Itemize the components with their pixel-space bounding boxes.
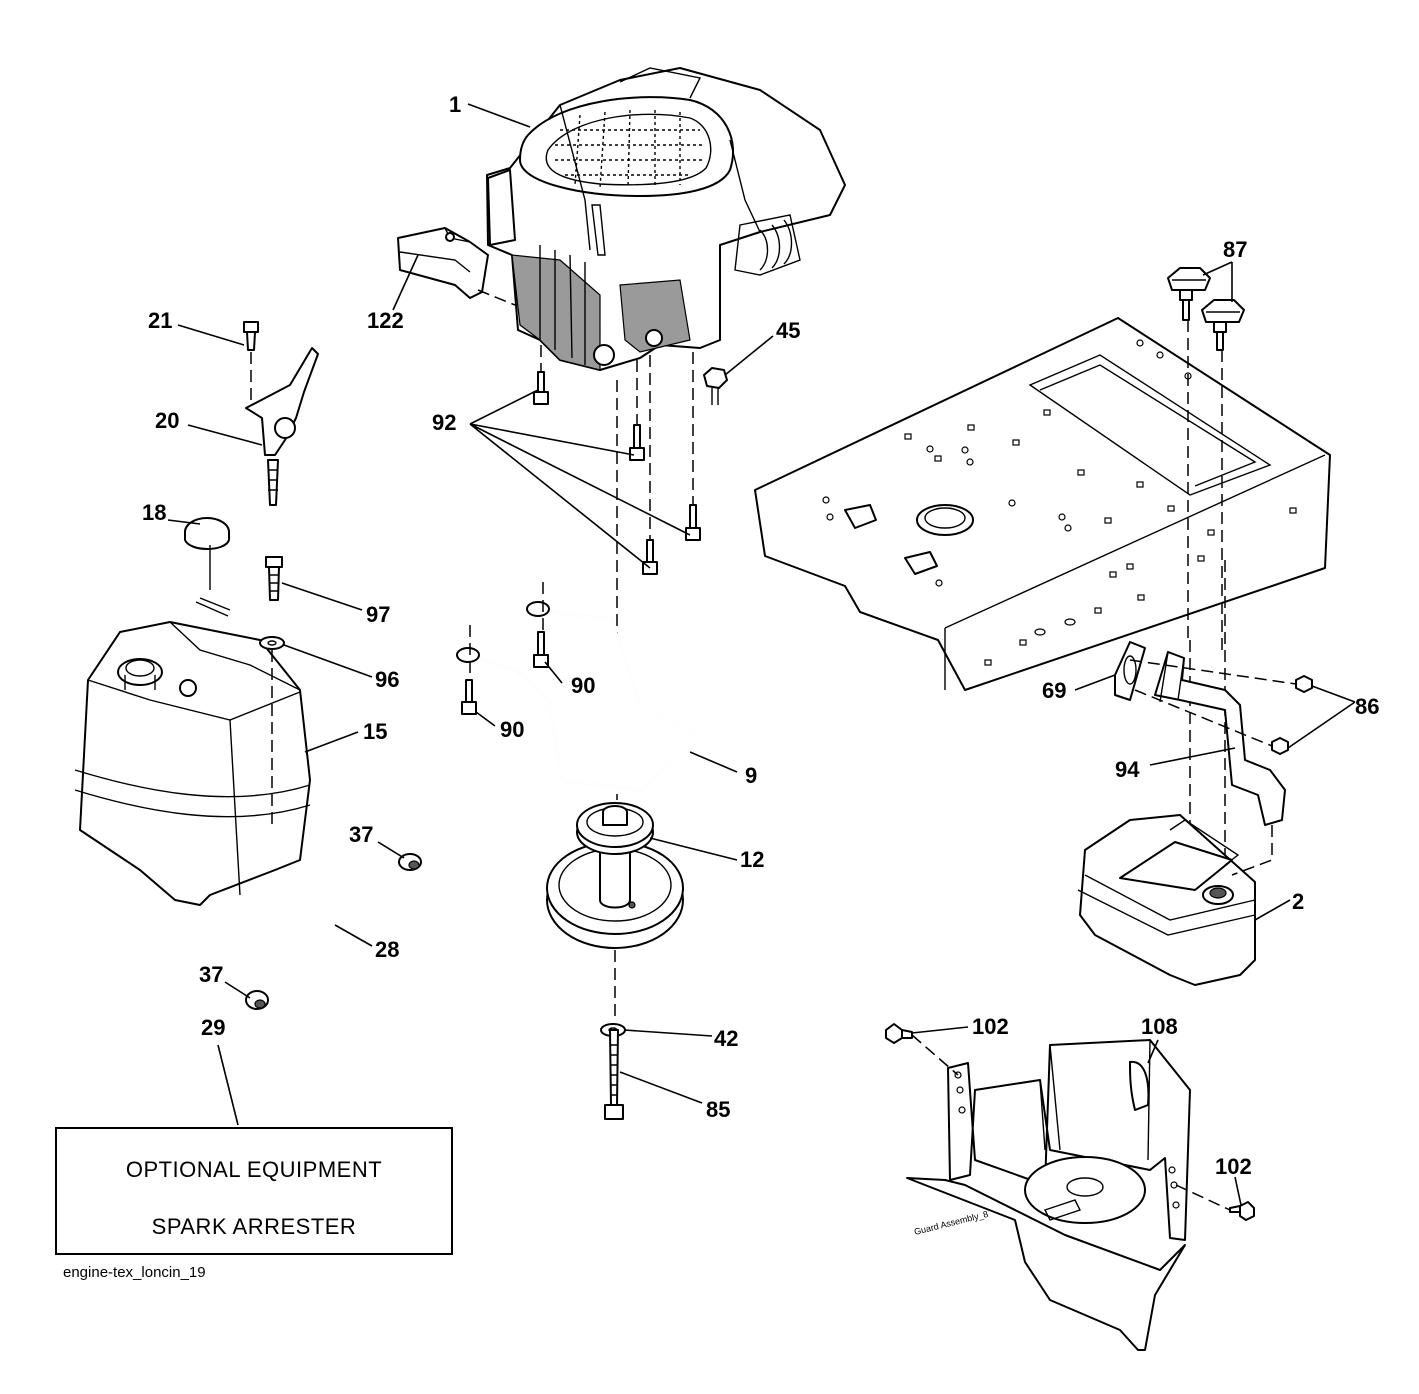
bolt-90-a	[533, 631, 549, 668]
nut-45	[703, 367, 728, 405]
deflector-dashed-line	[477, 289, 516, 306]
callout-37-upper: 37	[349, 822, 373, 847]
callout-96: 96	[375, 667, 399, 692]
bolt-92-a	[533, 371, 549, 405]
screw-102-b	[1229, 1201, 1255, 1221]
knob-87-a	[1167, 267, 1211, 321]
engine-assembly	[486, 67, 846, 371]
callout-122: 122	[367, 308, 404, 333]
callout-86: 86	[1355, 694, 1379, 719]
callout-108: 108	[1141, 1014, 1178, 1039]
callout-20: 20	[155, 408, 179, 433]
throttle-bracket	[245, 347, 319, 506]
bolt-92-c	[685, 504, 701, 541]
knob-87-b	[1201, 299, 1245, 351]
fuel-tank	[74, 621, 311, 906]
diagram-caption: engine-tex_loncin_19	[63, 1264, 206, 1281]
callout-87: 87	[1223, 237, 1247, 262]
nut-86-b	[1271, 737, 1289, 755]
nut-86-a	[1295, 675, 1313, 693]
guard-stamp-text: Guard Assembly_8	[913, 1209, 989, 1237]
callout-92: 92	[432, 410, 456, 435]
note-line-optional-equipment: OPTIONAL EQUIPMENT	[125, 1157, 383, 1182]
callout-90-lower: 90	[500, 717, 524, 742]
note-line-spark-arrester: SPARK ARRESTER	[151, 1214, 357, 1239]
callout-labels: 1 122 21 20 45 92 87 18 97 96 90 90 15 9…	[142, 92, 1379, 1179]
guard-assembly-108: Guard Assembly_8	[906, 1039, 1191, 1351]
deflector-122	[397, 227, 489, 299]
callout-102-lower: 102	[1215, 1154, 1252, 1179]
leader-lines	[167, 103, 1356, 1206]
bolt-85	[604, 1029, 624, 1120]
callout-69: 69	[1042, 678, 1066, 703]
callout-28: 28	[375, 937, 399, 962]
clamp-37-top	[398, 853, 422, 871]
callout-9: 9	[745, 763, 757, 788]
pulley-12	[546, 802, 684, 949]
washer-96	[259, 636, 285, 650]
callout-45: 45	[776, 318, 800, 343]
fuel-cap	[184, 517, 231, 617]
screw-21	[243, 321, 259, 351]
screw-97	[265, 556, 283, 601]
bolt-92-d	[642, 539, 658, 575]
callout-29: 29	[201, 1015, 225, 1040]
callout-15: 15	[363, 719, 387, 744]
callout-85: 85	[706, 1097, 730, 1122]
exhaust-pipe-94	[1154, 651, 1286, 826]
callout-21: 21	[148, 308, 172, 333]
muffler-2	[1077, 814, 1256, 986]
clamp-37-bottom	[245, 990, 269, 1010]
guard-dashed-lines	[911, 1034, 1231, 1211]
gasket-69	[1114, 641, 1146, 701]
frame-dashed-lines	[1187, 320, 1226, 860]
bracket-9	[456, 601, 703, 792]
callout-97: 97	[366, 602, 390, 627]
engine-dashed-lines	[540, 345, 694, 800]
callout-37-lower: 37	[199, 962, 223, 987]
bolt-92-b	[629, 424, 645, 461]
bolt-90-b	[461, 679, 477, 715]
muffler-dashed-line	[1231, 825, 1273, 876]
callout-90-upper: 90	[571, 673, 595, 698]
callout-94: 94	[1115, 757, 1140, 782]
screw-102-a	[885, 1023, 913, 1044]
exhaust-dashed-lines	[1129, 659, 1297, 747]
callout-1: 1	[449, 92, 461, 117]
callout-2: 2	[1292, 889, 1304, 914]
optional-equipment-note: OPTIONAL EQUIPMENT SPARK ARRESTER	[55, 1127, 453, 1255]
callout-102-upper: 102	[972, 1014, 1009, 1039]
callout-12: 12	[740, 847, 764, 872]
chassis-frame	[754, 317, 1331, 691]
callout-18: 18	[142, 500, 166, 525]
bracket-dashed-lines	[469, 582, 544, 680]
callout-42: 42	[714, 1026, 738, 1051]
fuel-hose	[264, 870, 404, 997]
